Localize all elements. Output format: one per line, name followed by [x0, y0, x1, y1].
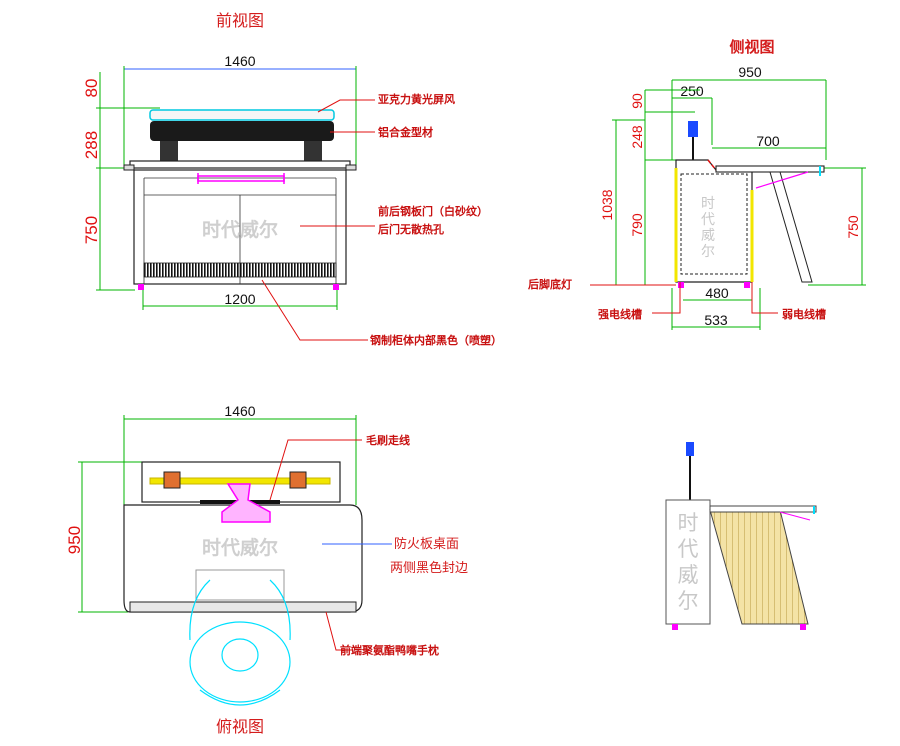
top-watermark: 时代威尔: [202, 536, 278, 559]
side-foot-right: [744, 282, 750, 288]
front-desk-top: [129, 160, 351, 169]
iso-foot-left: [672, 624, 678, 630]
front-callout-leader-1: [317, 99, 375, 113]
iso-foot-right: [800, 624, 806, 630]
front-h-screen-label: 288: [82, 131, 101, 159]
iso-watermark-3: 威: [678, 563, 699, 587]
top-monitor-stand: [221, 483, 271, 523]
callout-fireproof-top: 防火板桌面: [394, 536, 459, 552]
top-operator-arm-left: [189, 579, 211, 641]
callout-aluminum-profile: 铝合金型材: [378, 125, 433, 139]
front-view: 前视图 1460 80 288 750: [82, 11, 502, 347]
top-outlet-left: [163, 471, 181, 489]
callout-cabinet-interior: 钢制柜体内部黑色（喷塑）: [370, 333, 502, 347]
top-depth-label: 950: [65, 526, 84, 554]
side-watermark-3: 威: [701, 228, 715, 244]
iso-brace: [779, 511, 811, 521]
top-callout-leader-1: [269, 439, 362, 501]
top-view: 1460 950 时代威尔 俯视图 毛刷走线: [65, 403, 468, 736]
vent-grille: [143, 262, 337, 278]
top-operator: [189, 579, 291, 706]
side-shelf-label: 700: [756, 133, 780, 149]
top-operator-arm-right: [269, 579, 291, 641]
iso-watermark-2: 代: [678, 537, 699, 561]
top-view-title: 俯视图: [216, 717, 264, 736]
callout-steel-door: 前后钢板门（白砂纹）: [378, 204, 488, 218]
front-width-label: 1460: [224, 53, 255, 69]
monitor-arm: [688, 121, 698, 137]
front-base-label: 1200: [224, 291, 255, 307]
top-armrest: [129, 601, 357, 613]
side-base-inner-label: 480: [705, 285, 729, 301]
top-operator-head: [221, 638, 259, 672]
iso-cabinet: [665, 499, 711, 625]
iso-slatted-panel: [709, 509, 809, 625]
callout-edge-seal: 两侧黑色封边: [390, 560, 468, 576]
side-callout-leader-3: [751, 282, 778, 314]
side-foot-left: [678, 282, 684, 288]
side-h-total-label: 1038: [599, 189, 615, 220]
front-desk-top-right-end: [345, 164, 357, 171]
side-callout-leader-2: [652, 282, 681, 314]
side-brace: [755, 171, 809, 189]
side-cabinet-inner-outline: [680, 173, 748, 275]
callout-foot-light: 后脚底灯: [528, 277, 572, 291]
side-view-title: 侧视图: [729, 38, 774, 56]
side-h-right-label: 750: [845, 215, 861, 239]
iso-watermark-4: 尔: [678, 589, 699, 613]
side-h-mid-label: 248: [629, 125, 645, 149]
top-width-label: 1460: [224, 403, 255, 419]
side-desk-top: [715, 165, 825, 173]
side-watermark-1: 时: [701, 196, 715, 212]
side-base-outer-label: 533: [704, 312, 728, 328]
front-view-title: 前视图: [216, 11, 264, 30]
top-desk-surface: [123, 504, 363, 613]
top-keyboard: [195, 569, 285, 601]
side-depth-label: 950: [738, 64, 762, 80]
iso-watermark-1: 时: [678, 511, 699, 535]
side-slope-leg: [769, 171, 813, 283]
front-h-top-label: 80: [82, 79, 101, 98]
top-outlet-right: [289, 471, 307, 489]
iso-view: 时 代 威 尔: [665, 442, 817, 630]
side-watermark-4: 尔: [701, 244, 715, 260]
callout-strong-slot: 强电线槽: [598, 307, 642, 321]
side-h-top-label: 90: [629, 93, 645, 109]
front-watermark: 时代威尔: [202, 218, 278, 241]
front-callout-leader-4: [261, 279, 368, 341]
callout-back-door: 后门无散热孔: [378, 222, 444, 236]
callout-armrest: 前端聚氨酯鸭嘴手枕: [340, 643, 439, 657]
side-watermark-2: 代: [701, 212, 715, 228]
front-foot-right: [333, 284, 339, 290]
callout-weak-slot: 弱电线槽: [782, 307, 826, 321]
callout-brush-wire: 毛刷走线: [366, 433, 410, 447]
iso-desk-top: [709, 505, 817, 513]
side-top-depth-label: 250: [680, 83, 704, 99]
front-desk-top-left-end: [123, 164, 135, 171]
iso-monitor-arm: [686, 442, 694, 456]
side-h-cabinet-label: 790: [629, 213, 645, 237]
front-h-cabinet-label: 750: [82, 216, 101, 244]
side-view: 侧视图 950 250 700 90 248 790 1038 750: [528, 38, 866, 330]
screen-post-left: [160, 141, 178, 161]
top-operator-seat-back: [199, 689, 281, 706]
aluminum-profile: [150, 121, 334, 141]
top-callout-leader-3: [325, 611, 352, 651]
acrylic-screen: [149, 109, 335, 121]
front-foot-left: [138, 284, 144, 290]
screen-post-right: [304, 141, 322, 161]
top-operator-chair: [189, 621, 291, 703]
callout-acrylic-screen: 亚克力黄光屏风: [378, 92, 455, 106]
